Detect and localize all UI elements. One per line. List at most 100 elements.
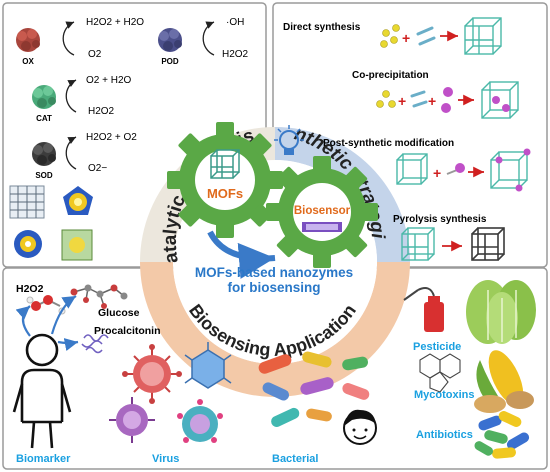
label-antibiotics: Antibiotics [416, 429, 473, 441]
cat-reaction: CAT O2 + H2O H2O2 [32, 75, 132, 123]
mof-structure-grey-icon [9, 185, 45, 219]
analyte-procalcitonin-label: Procalcitonin [94, 325, 161, 337]
center-caption-line1: MOFs-based nanozymes [195, 265, 353, 280]
right-band [275, 127, 410, 262]
gear-biosensor: Biosensor [266, 156, 378, 268]
analyte-arrows [15, 295, 79, 352]
method-post-synthetic: Post-synthetic modification + [323, 138, 531, 192]
plus-sign-1: + [402, 30, 410, 46]
analyte-h2o2-label: H2O2 [16, 283, 44, 295]
mof-structure-icons [9, 185, 93, 261]
ox-arrow [62, 21, 75, 56]
bacterium-3 [342, 356, 368, 371]
linker-icon-2 [410, 90, 428, 108]
virus-teal-icon [177, 399, 223, 443]
sod-reaction: SOD H2O2 + O2 O2− [32, 132, 137, 180]
child-face-icon [343, 409, 377, 445]
bacterium-8 [306, 408, 332, 422]
sod-nanoparticle-icon [32, 142, 56, 166]
cat-nanoparticle-icon [32, 85, 56, 109]
mof-structure-yellow-icon [63, 186, 93, 215]
virus-red-icon [122, 344, 182, 404]
metal-ion-icon [380, 24, 400, 48]
pod-reactant: H2O2 [222, 49, 249, 60]
mof-cube-icon [210, 149, 240, 179]
nanoparticle-pink-icon [441, 87, 453, 113]
ox-nanoparticle-icon [16, 28, 40, 52]
gear-biosensor-label: Biosensor [294, 205, 351, 217]
method-post-label: Post-synthetic modification [323, 138, 454, 149]
ox-product: H2O2 + H2O [86, 17, 144, 28]
metal-ion-icon-2 [376, 90, 396, 108]
ox-reaction: OX H2O2 + H2O O2 [16, 17, 144, 66]
category-biomarker: Biomarker [16, 453, 71, 465]
bacterium-6 [342, 383, 370, 400]
ox-reactant: O2 [88, 49, 102, 60]
method-co-precipitation: Co-precipitation + + [352, 70, 519, 119]
mof-lattice-icon-4 [490, 148, 531, 192]
glucose-molecule: Glucose [70, 284, 140, 319]
mof-lattice-icon-2 [481, 81, 519, 119]
method-coprecip-label: Co-precipitation [352, 70, 429, 81]
cat-product: O2 + H2O [86, 75, 132, 86]
linker-icon [416, 26, 436, 46]
lightbulb-icon [274, 125, 304, 155]
bacterium-4 [262, 382, 289, 401]
virus-blue-icon [184, 342, 232, 389]
h2o2-molecule: H2O2 [16, 283, 66, 315]
cat-arrow [65, 79, 77, 113]
center-caption-line2: for biosensing [227, 280, 320, 295]
ox-label: OX [22, 57, 34, 66]
modifier-icon [446, 163, 465, 175]
plus-sign-3: + [428, 93, 436, 109]
antibiotic-capsules-icon [474, 411, 530, 459]
virus-purple-icon [109, 397, 155, 443]
h2o2-molecule-icon [26, 295, 66, 315]
category-virus: Virus [152, 453, 179, 465]
method-direct-synthesis: Direct synthesis + [283, 17, 502, 55]
sod-label: SOD [35, 171, 53, 180]
person-figure [12, 333, 72, 449]
method-direct-label: Direct synthesis [283, 22, 361, 33]
bacterium-5 [300, 377, 334, 395]
plus-sign-4: + [433, 165, 441, 181]
plus-sign-2: + [398, 93, 406, 109]
gear-mofs-label: MOFs [207, 186, 243, 201]
sod-reactant: O2− [88, 163, 107, 174]
method-pyrolysis: Pyrolysis synthesis [393, 214, 505, 261]
corn-peanut-icon [474, 350, 534, 413]
pod-reaction: POD ·OH H2O2 [158, 17, 249, 66]
center-arrow [207, 230, 276, 279]
method-pyrolysis-label: Pyrolysis synthesis [393, 214, 487, 225]
bacteria-illustrations [258, 351, 370, 427]
label-mycotoxins: Mycotoxins [414, 389, 475, 401]
mof-lattice-icon-5 [401, 227, 435, 261]
procalcitonin: Procalcitonin [81, 325, 161, 354]
mycotoxin-molecule-icon [419, 353, 461, 393]
virus-illustrations [109, 342, 232, 443]
glucose-atoms [70, 284, 128, 309]
sensor-chip-icon [302, 222, 342, 232]
bacterium-1 [258, 354, 292, 374]
category-bacterial: Bacterial [272, 453, 318, 465]
mof-lattice-icon-3 [396, 153, 428, 185]
pod-label: POD [161, 57, 179, 66]
label-pesticide: Pesticide [413, 341, 461, 353]
sod-product: H2O2 + O2 [86, 132, 137, 143]
sod-arrow [65, 136, 77, 170]
carbon-lattice-icon [471, 227, 505, 261]
gear-mofs: MOFs [167, 122, 283, 238]
cat-label: CAT [36, 114, 52, 123]
mof-structure-blue-icon [14, 230, 42, 258]
cat-reactant: H2O2 [88, 106, 115, 117]
bacterium-7 [271, 407, 300, 427]
protein-icon [81, 334, 109, 354]
analyte-glucose-label: Glucose [98, 307, 140, 319]
sprayer-icon [403, 287, 444, 332]
cabbage-icon [466, 280, 536, 344]
pod-arrow [202, 21, 215, 56]
mof-lattice-icon [464, 17, 502, 55]
bacterium-2 [302, 351, 332, 368]
